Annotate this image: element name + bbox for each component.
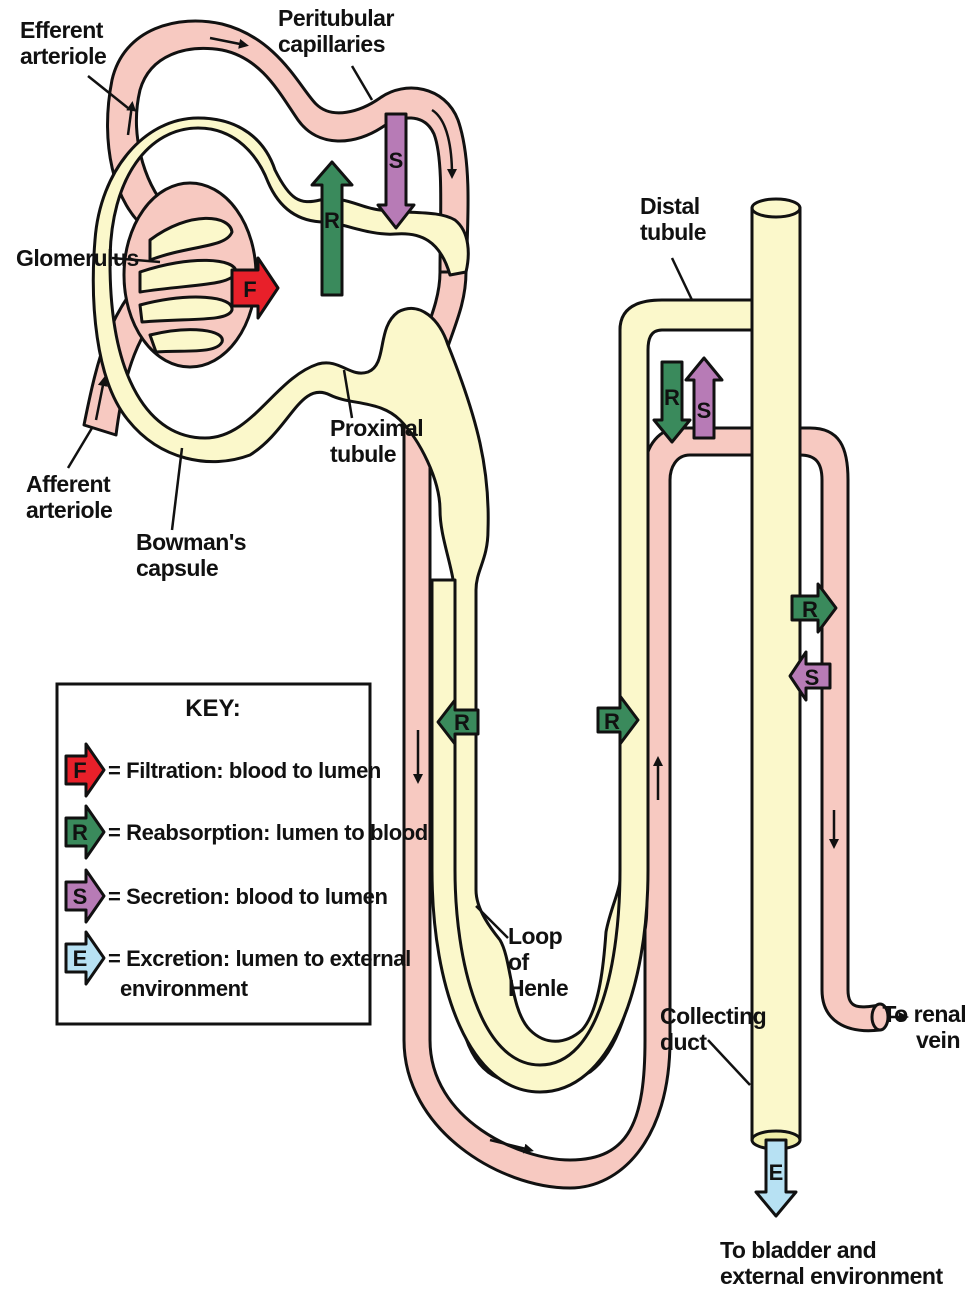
label-glomerulus: Glomerulus [16, 245, 139, 271]
excretion-arrow: E [756, 1140, 796, 1216]
key-box: KEY: F = Filtration: blood to lumen R = … [57, 684, 428, 1024]
secretion-letter: S [805, 665, 820, 690]
secretion-arrow-proximal: S [378, 114, 414, 228]
reabsorption-letter: R [604, 709, 620, 734]
key-frame [57, 684, 370, 1024]
label-afferent-arteriole: Afferent arteriole [26, 471, 116, 523]
reabsorption-letter: R [664, 385, 680, 410]
key-excretion-letter: E [73, 946, 88, 971]
key-title: KEY: [185, 695, 241, 722]
label-bowmans-capsule: Bowman's capsule [136, 529, 252, 581]
key-filtration-letter: F [73, 758, 86, 783]
label-peritubular-capillaries: Peritubular capillaries [278, 5, 400, 57]
leader-peritubular [352, 66, 372, 100]
key-secretion-text: = Secretion: blood to lumen [108, 884, 388, 909]
key-filtration-text: = Filtration: blood to lumen [108, 758, 381, 783]
key-secretion-letter: S [73, 884, 88, 909]
reabsorption-letter: R [324, 208, 340, 233]
excretion-letter: E [769, 1160, 784, 1185]
reabsorption-letter: R [802, 597, 818, 622]
leader-collecting [708, 1040, 750, 1085]
reabsorption-arrow-proximal: R [312, 162, 352, 295]
glomerulus-loop [140, 297, 232, 322]
leader-afferent [68, 428, 92, 468]
filtration-letter: F [243, 277, 256, 302]
label-distal-tubule: Distal tubule [640, 193, 706, 245]
label-to-renal-vein: To renal vein [882, 1001, 972, 1053]
key-reabsorption-letter: R [72, 820, 88, 845]
label-loop-of-henle: Loop of Henle [508, 923, 568, 1001]
label-efferent-arteriole: Efferent arteriole [20, 17, 109, 69]
leader-distal [672, 258, 692, 300]
reabsorption-letter: R [454, 710, 470, 735]
leader-bowman [172, 448, 182, 530]
secretion-letter: S [389, 148, 404, 173]
duct-top-opening [752, 199, 800, 217]
secretion-arrow-distal: S [686, 358, 722, 438]
label-to-bladder: To bladder and external environment [720, 1237, 943, 1289]
key-reabsorption-text: = Reabsorption: lumen to blood [108, 820, 428, 845]
glomerulus-loop [150, 330, 222, 352]
secretion-letter: S [697, 398, 712, 423]
